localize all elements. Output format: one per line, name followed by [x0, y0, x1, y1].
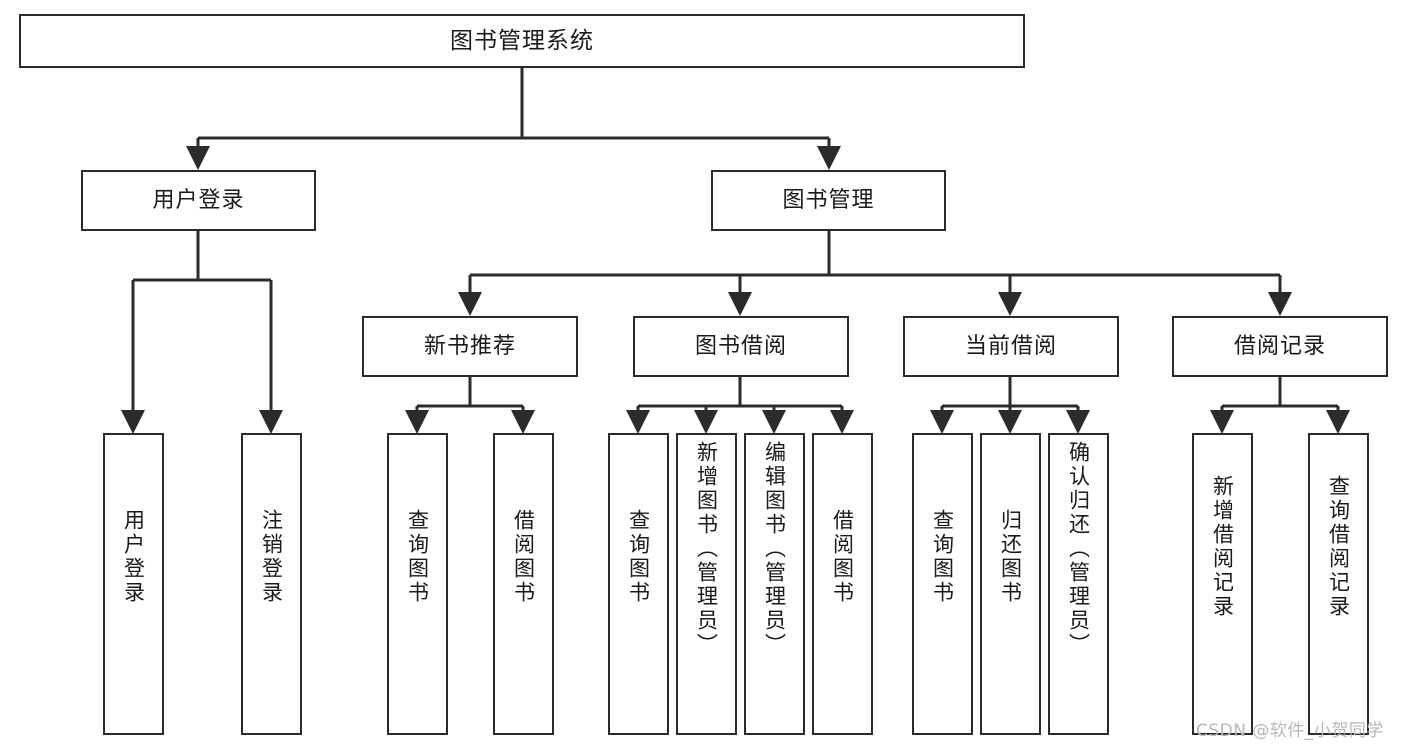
node-new-book-recommend[interactable]: 新书推荐 [362, 316, 578, 377]
node-label: 图书借阅 [694, 333, 787, 359]
node-leaf-return-book[interactable]: 归还图书 [980, 433, 1041, 735]
node-label: 新增借阅记录 [1210, 475, 1235, 619]
node-label: 新增图书（管理员） [694, 441, 719, 657]
node-label: 用户登录 [121, 509, 146, 605]
node-label: 归还图书 [998, 509, 1023, 605]
node-label: 查询图书 [930, 509, 955, 605]
node-current-borrow[interactable]: 当前借阅 [903, 316, 1119, 377]
watermark: CSDN @软件_小贺同学 [1196, 721, 1384, 741]
node-label: 图书管理 [782, 187, 875, 213]
node-label: 编辑图书（管理员） [762, 441, 787, 657]
node-leaf-confirm-return[interactable]: 确认归还（管理员） [1048, 433, 1109, 735]
node-leaf-add-book[interactable]: 新增图书（管理员） [676, 433, 737, 735]
node-leaf-edit-book[interactable]: 编辑图书（管理员） [744, 433, 805, 735]
node-label: 注销登录 [259, 509, 284, 605]
node-label: 当前借阅 [964, 333, 1057, 359]
node-leaf-query-book-3[interactable]: 查询图书 [912, 433, 973, 735]
node-leaf-borrow-book-1[interactable]: 借阅图书 [493, 433, 554, 735]
node-book-manage[interactable]: 图书管理 [711, 170, 946, 231]
node-label: 查询借阅记录 [1326, 475, 1351, 619]
node-label: 查询图书 [626, 509, 651, 605]
node-user-login[interactable]: 用户登录 [81, 170, 316, 231]
node-borrow-record[interactable]: 借阅记录 [1172, 316, 1388, 377]
node-label: 借阅记录 [1233, 333, 1326, 359]
node-leaf-logout-login[interactable]: 注销登录 [241, 433, 302, 735]
node-root-system[interactable]: 图书管理系统 [19, 14, 1025, 68]
node-label: 查询图书 [405, 509, 430, 605]
node-leaf-borrow-book-2[interactable]: 借阅图书 [812, 433, 873, 735]
node-label: 用户登录 [152, 187, 245, 213]
node-leaf-user-login[interactable]: 用户登录 [103, 433, 164, 735]
node-leaf-add-record[interactable]: 新增借阅记录 [1192, 433, 1253, 735]
node-label: 借阅图书 [511, 509, 536, 605]
node-leaf-query-book-2[interactable]: 查询图书 [608, 433, 669, 735]
node-label: 图书管理系统 [450, 27, 594, 54]
node-leaf-query-record[interactable]: 查询借阅记录 [1308, 433, 1369, 735]
node-leaf-query-book-1[interactable]: 查询图书 [387, 433, 448, 735]
node-label: 确认归还（管理员） [1066, 441, 1091, 657]
node-label: 借阅图书 [830, 509, 855, 605]
node-book-borrow[interactable]: 图书借阅 [633, 316, 849, 377]
node-label: 新书推荐 [423, 333, 516, 359]
